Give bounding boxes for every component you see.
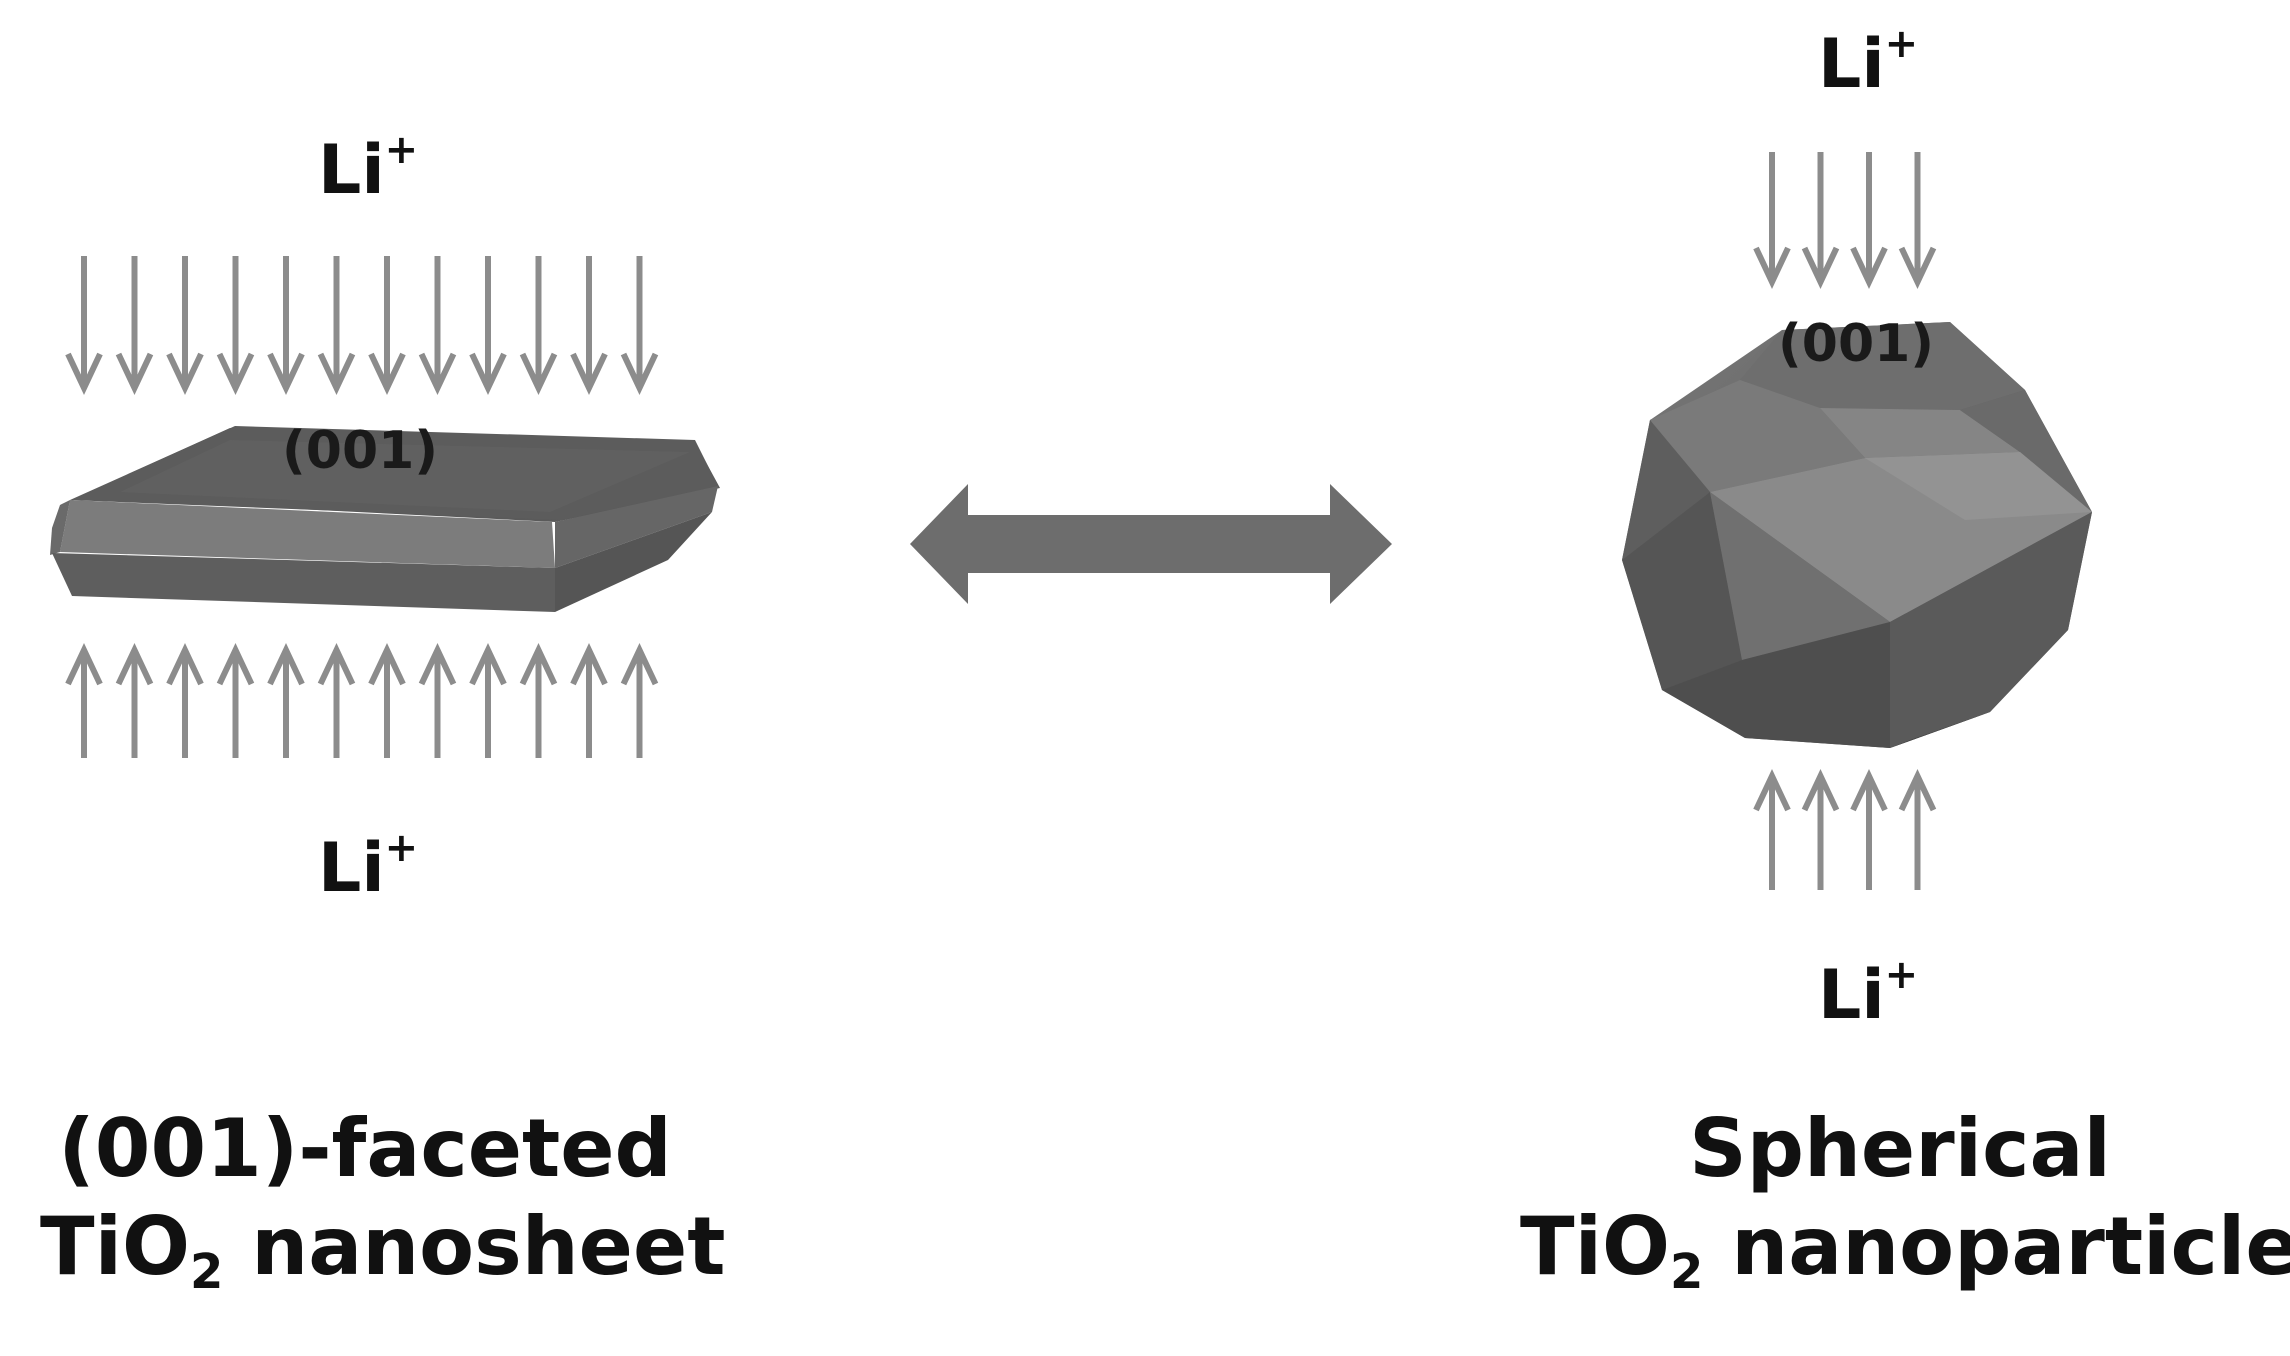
- left-top-arrow-icon: [620, 256, 659, 396]
- nanosheet-crystal-icon: [50, 426, 720, 612]
- ion-charge: +: [1884, 952, 1919, 998]
- formula-text: TiO: [1520, 1199, 1670, 1293]
- ion-symbol: Li: [318, 131, 385, 210]
- left-caption: (001)-faceted TiO2 nanosheet: [40, 1100, 725, 1302]
- right-top-arrows: [1753, 152, 1937, 290]
- left-bottom-arrow-icon: [267, 642, 305, 758]
- formula-text: TiO: [40, 1199, 190, 1293]
- right-caption-line1: Spherical: [1689, 1102, 2111, 1195]
- ion-charge: +: [384, 825, 419, 871]
- left-bottom-arrow-icon: [65, 642, 103, 758]
- right-bottom-arrow-icon: [1898, 768, 1937, 890]
- nanoparticle-crystal-icon: [1622, 322, 2092, 748]
- left-bottom-arrow-icon: [317, 642, 356, 758]
- left-bottom-arrow-icon: [166, 642, 204, 758]
- right-facet-label: (001): [1778, 314, 1935, 374]
- caption-word: nanoparticle: [1703, 1199, 2290, 1293]
- left-facet-label: (001): [282, 421, 439, 481]
- formula-subscript: 2: [190, 1243, 224, 1300]
- left-bottom-arrow-icon: [620, 642, 659, 758]
- left-caption-line2: TiO2 nanosheet: [40, 1198, 725, 1302]
- right-top-arrow-icon: [1801, 152, 1840, 290]
- left-top-arrow-icon: [216, 256, 255, 396]
- left-bottom-arrow-icon: [368, 642, 406, 758]
- left-top-arrow-icon: [317, 256, 356, 396]
- double-headed-arrow-icon: [910, 484, 1392, 604]
- left-bottom-arrow-icon: [570, 642, 608, 758]
- left-top-arrow-icon: [65, 256, 103, 396]
- right-bottom-arrow-icon: [1753, 768, 1791, 890]
- ion-symbol: Li: [1818, 956, 1885, 1035]
- left-top-arrow-icon: [570, 256, 608, 396]
- left-top-li-ion-label: Li+: [318, 130, 418, 205]
- right-top-arrow-icon: [1753, 152, 1791, 290]
- left-top-arrow-icon: [469, 256, 507, 396]
- left-bottom-arrow-icon: [418, 642, 457, 758]
- left-top-arrow-icon: [418, 256, 457, 396]
- right-bottom-li-ion-label: Li+: [1818, 955, 1918, 1030]
- left-top-arrow-icon: [519, 256, 558, 396]
- left-top-arrow-icon: [166, 256, 204, 396]
- left-bottom-arrow-icon: [519, 642, 558, 758]
- ion-charge: +: [1884, 21, 1919, 67]
- right-bottom-arrow-icon: [1801, 768, 1840, 890]
- right-caption: Spherical TiO2 nanoparticle: [1520, 1100, 2290, 1302]
- right-top-li-ion-label: Li+: [1818, 24, 1918, 99]
- left-bottom-arrow-icon: [115, 642, 154, 758]
- caption-word: nanosheet: [223, 1199, 726, 1293]
- right-bottom-arrow-icon: [1850, 768, 1888, 890]
- left-bottom-arrows: [65, 642, 659, 758]
- ion-symbol: Li: [1818, 25, 1885, 104]
- right-caption-line2: TiO2 nanoparticle: [1520, 1198, 2290, 1302]
- ion-charge: +: [384, 127, 419, 173]
- left-bottom-arrow-icon: [216, 642, 255, 758]
- left-caption-line1: (001)-faceted: [58, 1102, 672, 1195]
- left-top-arrows: [65, 256, 659, 396]
- formula-subscript: 2: [1670, 1243, 1704, 1300]
- right-bottom-arrows: [1753, 768, 1937, 890]
- left-bottom-arrow-icon: [469, 642, 507, 758]
- left-top-arrow-icon: [368, 256, 406, 396]
- ion-symbol: Li: [318, 829, 385, 908]
- left-top-arrow-icon: [267, 256, 305, 396]
- right-top-arrow-icon: [1850, 152, 1888, 290]
- left-top-arrow-icon: [115, 256, 154, 396]
- right-top-arrow-icon: [1898, 152, 1937, 290]
- left-bottom-li-ion-label: Li+: [318, 828, 418, 903]
